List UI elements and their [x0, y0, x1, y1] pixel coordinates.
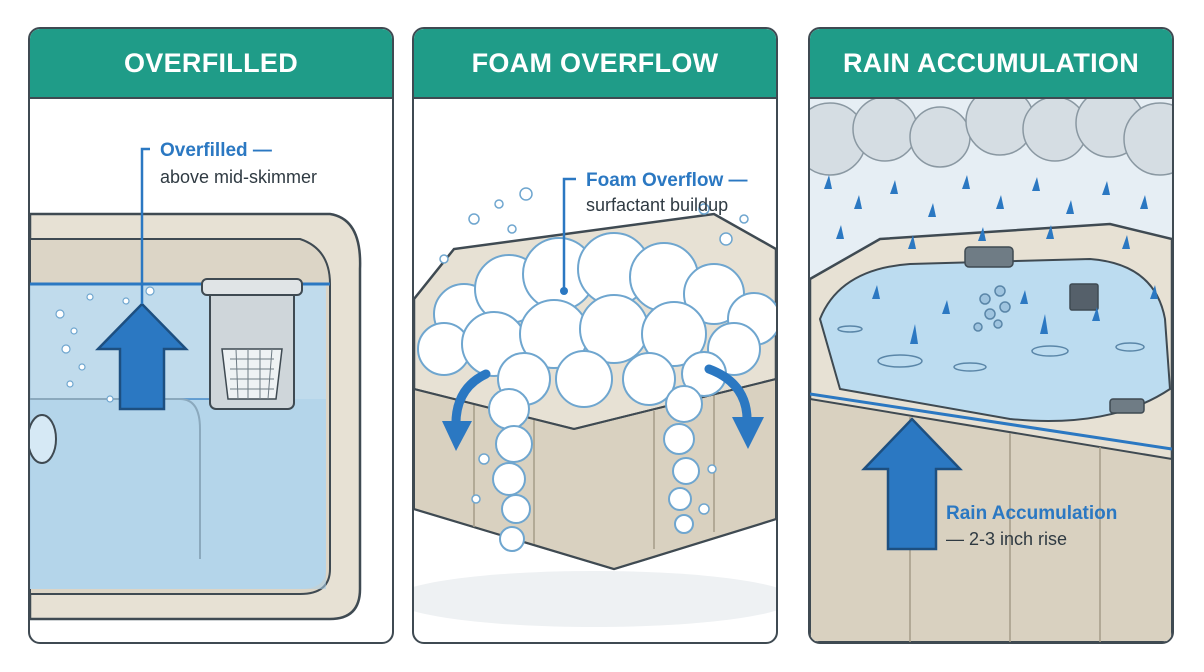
- overfilled-illustration: Overfilled — above mid-skimmer: [30, 140, 362, 621]
- panel-overfilled: OVERFILLED: [28, 27, 394, 644]
- bubbles: [55, 286, 155, 403]
- skimmer: [1069, 283, 1099, 311]
- ripples: [837, 325, 1145, 372]
- panel-title: FOAM OVERFLOW: [414, 29, 776, 99]
- panel-rain-accumulation: RAIN ACCUMULATION: [808, 27, 1174, 644]
- seat-step: [30, 398, 201, 559]
- callout-title: Foam Overflow —: [586, 170, 748, 191]
- callout-subtitle: above mid-skimmer: [160, 167, 317, 187]
- skimmer-basket: [221, 348, 283, 400]
- panel-foam-overflow: FOAM OVERFLOW: [412, 27, 778, 644]
- callout-title: Overfilled —: [160, 140, 272, 161]
- rise-arrow-icon: [861, 417, 963, 551]
- rise-arrow-icon: [95, 302, 189, 411]
- callout-title: Rain Accumulation: [946, 503, 1117, 524]
- skimmer-lid: [201, 278, 303, 296]
- jets: [973, 285, 1011, 332]
- callout-leader: [140, 147, 150, 304]
- deep-water: [30, 399, 326, 589]
- callout-leader: [562, 177, 576, 289]
- raindrops: [824, 175, 1158, 344]
- bubbles: [439, 187, 749, 515]
- foam-cloud: [417, 232, 776, 552]
- callout-subtitle: — 2-3 inch rise: [946, 529, 1067, 549]
- waterline: [810, 392, 1172, 451]
- jet-icon: [30, 414, 57, 464]
- cloud-icon: [810, 99, 1172, 176]
- callout-subtitle: surfactant buildup: [586, 195, 728, 215]
- control-panel-icon: [1109, 398, 1145, 414]
- skirt-panels: [473, 395, 715, 549]
- rain-illustration: Rain Accumulation — 2-3 inch rise: [810, 99, 1172, 642]
- panel-title: OVERFILLED: [30, 29, 392, 99]
- pillow-icon: [964, 246, 1014, 268]
- panel-title: RAIN ACCUMULATION: [810, 29, 1172, 99]
- ground-shadow: [414, 571, 776, 627]
- overflow-arrow-right-icon: [704, 364, 752, 429]
- foam-illustration: Foam Overflow — surfactant buildup: [414, 170, 776, 627]
